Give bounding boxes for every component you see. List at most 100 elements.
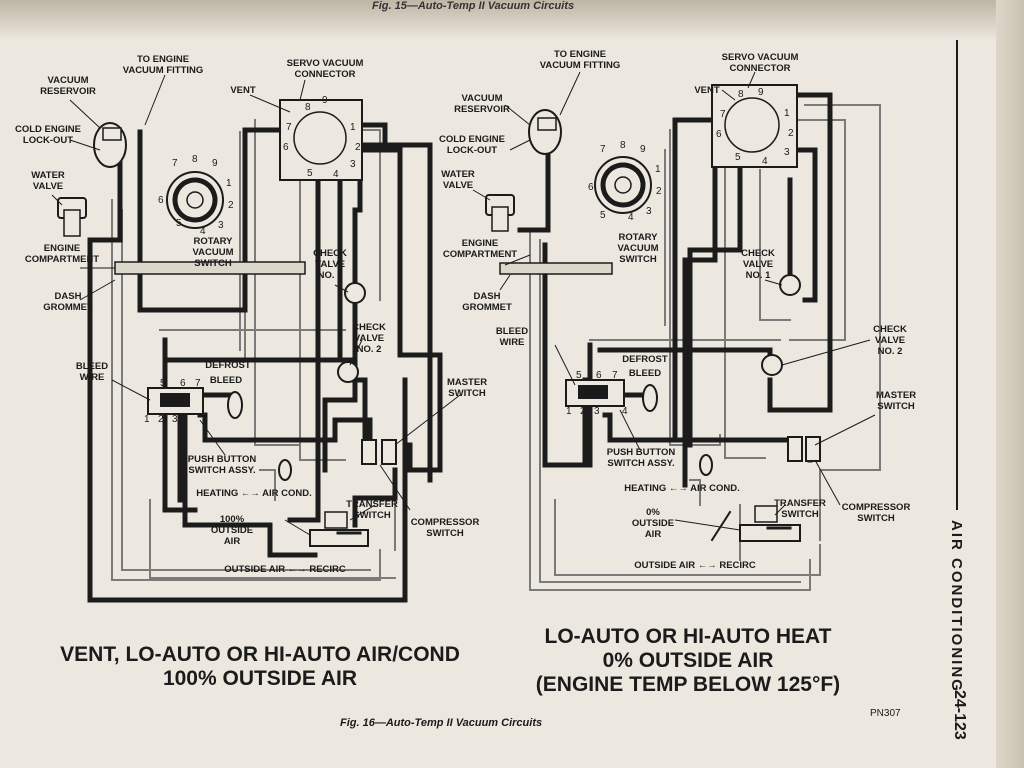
svg-text:5: 5	[600, 210, 606, 221]
label-bleed: BLEED	[210, 375, 242, 386]
label-heating-air-cond: HEATING ←→ AIR COND.	[196, 488, 312, 499]
svg-text:7: 7	[600, 144, 606, 155]
right-caption-line-1: LO-AUTO OR HI-AUTO HEAT	[544, 625, 832, 648]
svg-text:8: 8	[620, 140, 626, 151]
svg-text:6: 6	[283, 142, 289, 153]
svg-text:9: 9	[212, 158, 218, 169]
page-edge	[996, 0, 1024, 768]
svg-text:4: 4	[762, 156, 768, 167]
label-vent-right: VENT	[694, 85, 720, 96]
left-caption-line-2: 100% OUTSIDE AIR	[162, 667, 358, 690]
svg-text:2: 2	[656, 186, 662, 197]
svg-text:6: 6	[180, 378, 186, 389]
page-number: 24-123	[951, 690, 968, 740]
part-number: PN307	[870, 708, 901, 719]
previous-figure-caption: Fig. 15—Auto-Temp II Vacuum Circuits	[372, 0, 575, 12]
svg-text:6: 6	[596, 370, 602, 381]
svg-text:9: 9	[640, 144, 646, 155]
left-rotary-numbers: 7 8 9 1 2 3 4 5 6	[158, 154, 234, 237]
label-defrost-right: DEFROST	[622, 354, 668, 365]
right-servo-numbers: 8 9 7 1 2 6 3 4 5	[716, 87, 794, 167]
svg-text:3: 3	[594, 406, 600, 417]
svg-text:8: 8	[738, 89, 744, 100]
label-bleed-right: BLEED	[629, 368, 661, 379]
svg-text:6: 6	[588, 182, 594, 193]
svg-text:1: 1	[566, 406, 572, 417]
svg-text:3: 3	[784, 147, 790, 158]
svg-text:1: 1	[226, 178, 232, 189]
section-rule-top	[956, 40, 958, 510]
left-pushbutton-numbers: 5 6 7 1 2 3 4	[144, 378, 208, 425]
svg-text:6: 6	[716, 129, 722, 140]
label-defrost: DEFROST	[205, 360, 251, 371]
svg-text:4: 4	[622, 406, 628, 417]
svg-text:3: 3	[218, 220, 224, 231]
svg-text:5: 5	[160, 378, 166, 389]
svg-text:3: 3	[350, 159, 356, 170]
svg-text:7: 7	[172, 158, 178, 169]
svg-text:5: 5	[307, 168, 313, 179]
left-servo-numbers: 8 9 7 1 2 6 3 4 5	[283, 95, 361, 180]
svg-text:3: 3	[646, 206, 652, 217]
page-top-shadow	[0, 0, 1024, 40]
left-caption: VENT, LO-AUTO OR HI-AUTO AIR/COND 100% O…	[40, 643, 480, 691]
svg-text:7: 7	[195, 378, 201, 389]
svg-text:5: 5	[576, 370, 582, 381]
right-caption-line-2: 0% OUTSIDE AIR	[602, 649, 774, 672]
svg-text:4: 4	[628, 212, 634, 223]
left-caption-line-1: VENT, LO-AUTO OR HI-AUTO AIR/COND	[60, 643, 460, 666]
label-outside-air-recirc: OUTSIDE AIR ←→ RECIRC	[224, 564, 346, 575]
svg-text:9: 9	[758, 87, 764, 98]
label-heating-air-cond-right: HEATING ←→ AIR COND.	[624, 483, 740, 494]
section-title: AIR CONDITIONING	[948, 520, 965, 693]
svg-text:4: 4	[333, 169, 339, 180]
right-caption: LO-AUTO OR HI-AUTO HEAT 0% OUTSIDE AIR (…	[508, 625, 868, 697]
svg-text:9: 9	[322, 95, 328, 106]
svg-text:4: 4	[200, 226, 206, 237]
svg-text:1: 1	[144, 414, 150, 425]
svg-text:2: 2	[355, 142, 361, 153]
svg-text:2: 2	[228, 200, 234, 211]
svg-text:7: 7	[286, 122, 292, 133]
svg-text:5: 5	[176, 218, 182, 229]
svg-text:5: 5	[735, 152, 741, 163]
svg-text:2: 2	[580, 406, 586, 417]
svg-text:2: 2	[788, 128, 794, 139]
svg-text:1: 1	[655, 164, 661, 175]
label-outside-air-recirc-right: OUTSIDE AIR ←→ RECIRC	[634, 560, 756, 571]
right-rotary-numbers: 7 8 9 1 2 3 4 5 6	[588, 140, 662, 223]
label-vent: VENT	[230, 85, 256, 96]
left-vacuum-circuit	[57, 99, 443, 603]
figure-caption: Fig. 16—Auto-Temp II Vacuum Circuits	[340, 717, 543, 729]
svg-text:7: 7	[720, 109, 726, 120]
svg-text:3: 3	[172, 414, 178, 425]
right-vacuum-circuit	[485, 84, 881, 591]
svg-text:6: 6	[158, 195, 164, 206]
right-caption-line-3: (ENGINE TEMP BELOW 125°F)	[535, 673, 841, 696]
